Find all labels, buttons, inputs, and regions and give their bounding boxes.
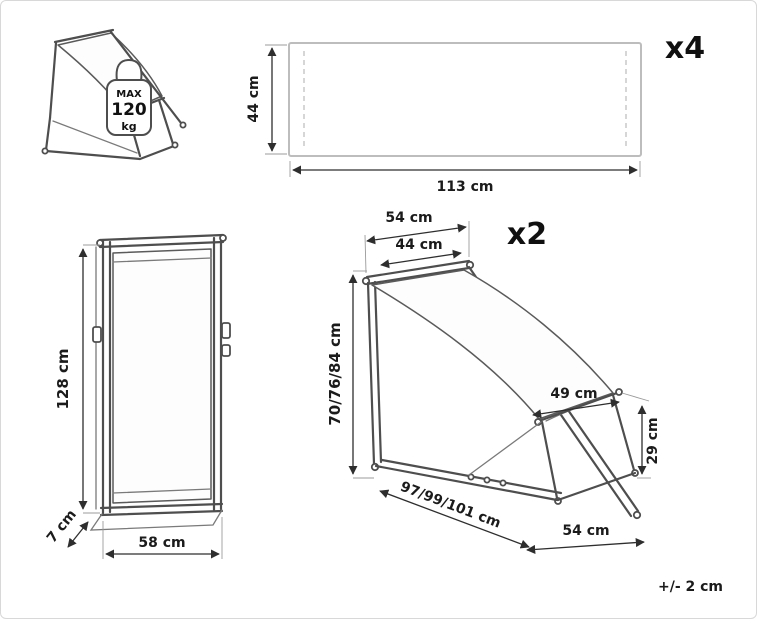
frame-line [52, 120, 138, 154]
weight-handle [115, 58, 143, 82]
hinge [221, 344, 231, 357]
base-length-label: 54 cm [562, 523, 609, 539]
hinge [221, 322, 231, 339]
rail-cap [41, 147, 49, 155]
deck-chair-side-view [361, 259, 642, 520]
frame-line [540, 420, 559, 500]
frame-line [99, 502, 224, 510]
fabric-height-label: 44 cm [246, 75, 262, 122]
rail-cap [219, 234, 227, 242]
max-label: MAX [116, 89, 142, 100]
folded-height-label: 128 cm [54, 348, 72, 409]
folded-depth-arrow [67, 521, 89, 548]
fabric-panel [288, 42, 642, 157]
frame-line [373, 280, 383, 464]
weight-body [106, 79, 152, 136]
fabric-top-width-arrow [380, 249, 462, 269]
adjust-notch [467, 473, 475, 481]
seat-length-arrow [532, 398, 620, 419]
fabric-quantity-label: x4 [665, 31, 705, 66]
frame-line [48, 41, 58, 120]
top-width-arrow [366, 223, 467, 245]
fabric-top-width-label: 44 cm [395, 237, 442, 253]
frame-line [98, 233, 225, 242]
hinge [92, 326, 102, 343]
frame-line [556, 471, 637, 502]
frame-line [109, 30, 183, 125]
folded-depth-label: 7 cm [44, 507, 80, 546]
frame-line [157, 98, 175, 146]
folded-width-label: 58 cm [138, 535, 185, 551]
weight-icon: MAX 120 kg [106, 58, 152, 136]
hem-line [112, 257, 212, 263]
frame-line [99, 509, 224, 517]
stay-rail [468, 421, 542, 476]
extension-tick [364, 234, 367, 274]
rail-cap [96, 239, 104, 247]
rail-cap [632, 510, 642, 520]
frame-line [365, 266, 471, 286]
extension-tick [621, 392, 650, 402]
base-depth-edge [89, 509, 223, 531]
hem-line [112, 488, 212, 494]
seat-height-label: 29 cm [645, 417, 661, 464]
rail-cap [615, 388, 623, 396]
fabric-dimensions: 44 cm 113 cm [246, 44, 641, 195]
frame-line [53, 28, 115, 44]
side-view-dimensions: 54 cm 44 cm 70/76/84 cm 49 cm 29 cm 97/9… [326, 210, 661, 554]
max-weight-value: 120 [111, 100, 147, 120]
top-width-label: 54 cm [385, 210, 432, 226]
rail-cap [171, 141, 179, 149]
adjust-notch [499, 479, 507, 487]
adjust-notch [483, 476, 491, 484]
frame-line [44, 116, 52, 152]
fabric-panel-drawing [288, 42, 642, 157]
frame-line [611, 393, 636, 472]
tolerance-note: +/- 2 cm [658, 579, 723, 595]
chair-quantity-label: x2 [507, 217, 547, 252]
seat-length-label: 49 cm [550, 386, 597, 402]
base-length-arrow [526, 538, 645, 554]
frame-line [98, 240, 225, 249]
frame-line [44, 144, 176, 161]
max-weight-unit: kg [121, 120, 136, 133]
chair-fabric [112, 248, 212, 504]
folded-chair-front-view [89, 233, 231, 531]
fabric-width-label: 113 cm [437, 179, 494, 195]
frame-line [366, 281, 376, 466]
rail-cap [179, 121, 187, 129]
chair-height-label: 70/76/84 cm [326, 322, 344, 425]
total-length-arrow [379, 489, 530, 549]
